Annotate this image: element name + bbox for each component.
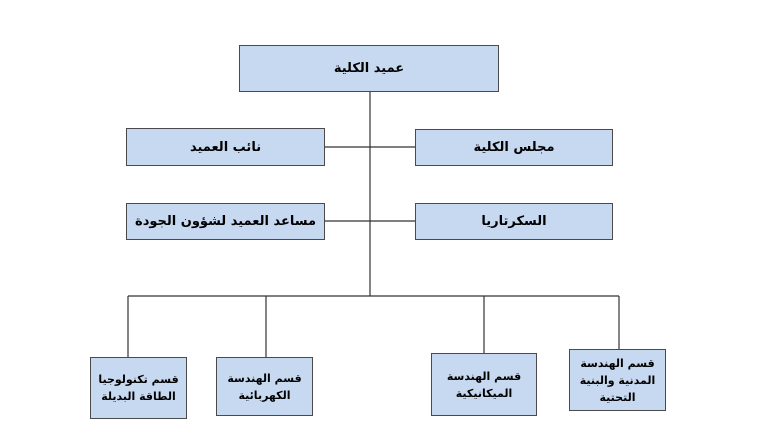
dept-civil-box: قسم الهندسة المدنية والبنية التحتية [569,349,666,411]
dept-electrical-box: قسم الهندسة الكهربائية [216,357,313,416]
dept-civil-line-2: المدنية والبنية [579,373,656,387]
dept-civil-line-1: قسم الهندسة [580,356,655,370]
vice-dean-label: نائب العميد [189,139,262,155]
dept-civil-line-3: التحتية [599,390,636,404]
dept-mechanical-line-1: قسم الهندسة [446,369,522,383]
college-council-box: مجلس الكلية [415,129,613,166]
college-council-label: مجلس الكلية [473,140,555,155]
dean-box: عميد الكلية [239,45,499,92]
dept-electrical-line-1: قسم الهندسة [227,371,302,385]
dean-label: عميد الكلية [333,61,405,76]
dept-alt-energy-box: قسم تكنولوجيا الطاقة البديلة [90,357,187,419]
secretary-box: السكرتاريا [415,203,613,240]
dept-alt-energy-line-1: قسم تكنولوجيا [98,373,179,386]
dept-mechanical-line-2: الميكانيكية [455,386,513,400]
quality-assistant-label: مساعد العميد لشؤون الجودة [135,214,316,229]
vice-dean-box: نائب العميد [126,128,325,166]
dept-mechanical-box: قسم الهندسة الميكانيكية [431,353,537,416]
quality-assistant-box: مساعد العميد لشؤون الجودة [126,203,325,240]
secretary-label: السكرتاريا [481,214,547,229]
dept-electrical-line-2: الكهربائية [238,388,291,402]
dept-alt-energy-line-2: الطاقة البديلة [101,390,176,403]
